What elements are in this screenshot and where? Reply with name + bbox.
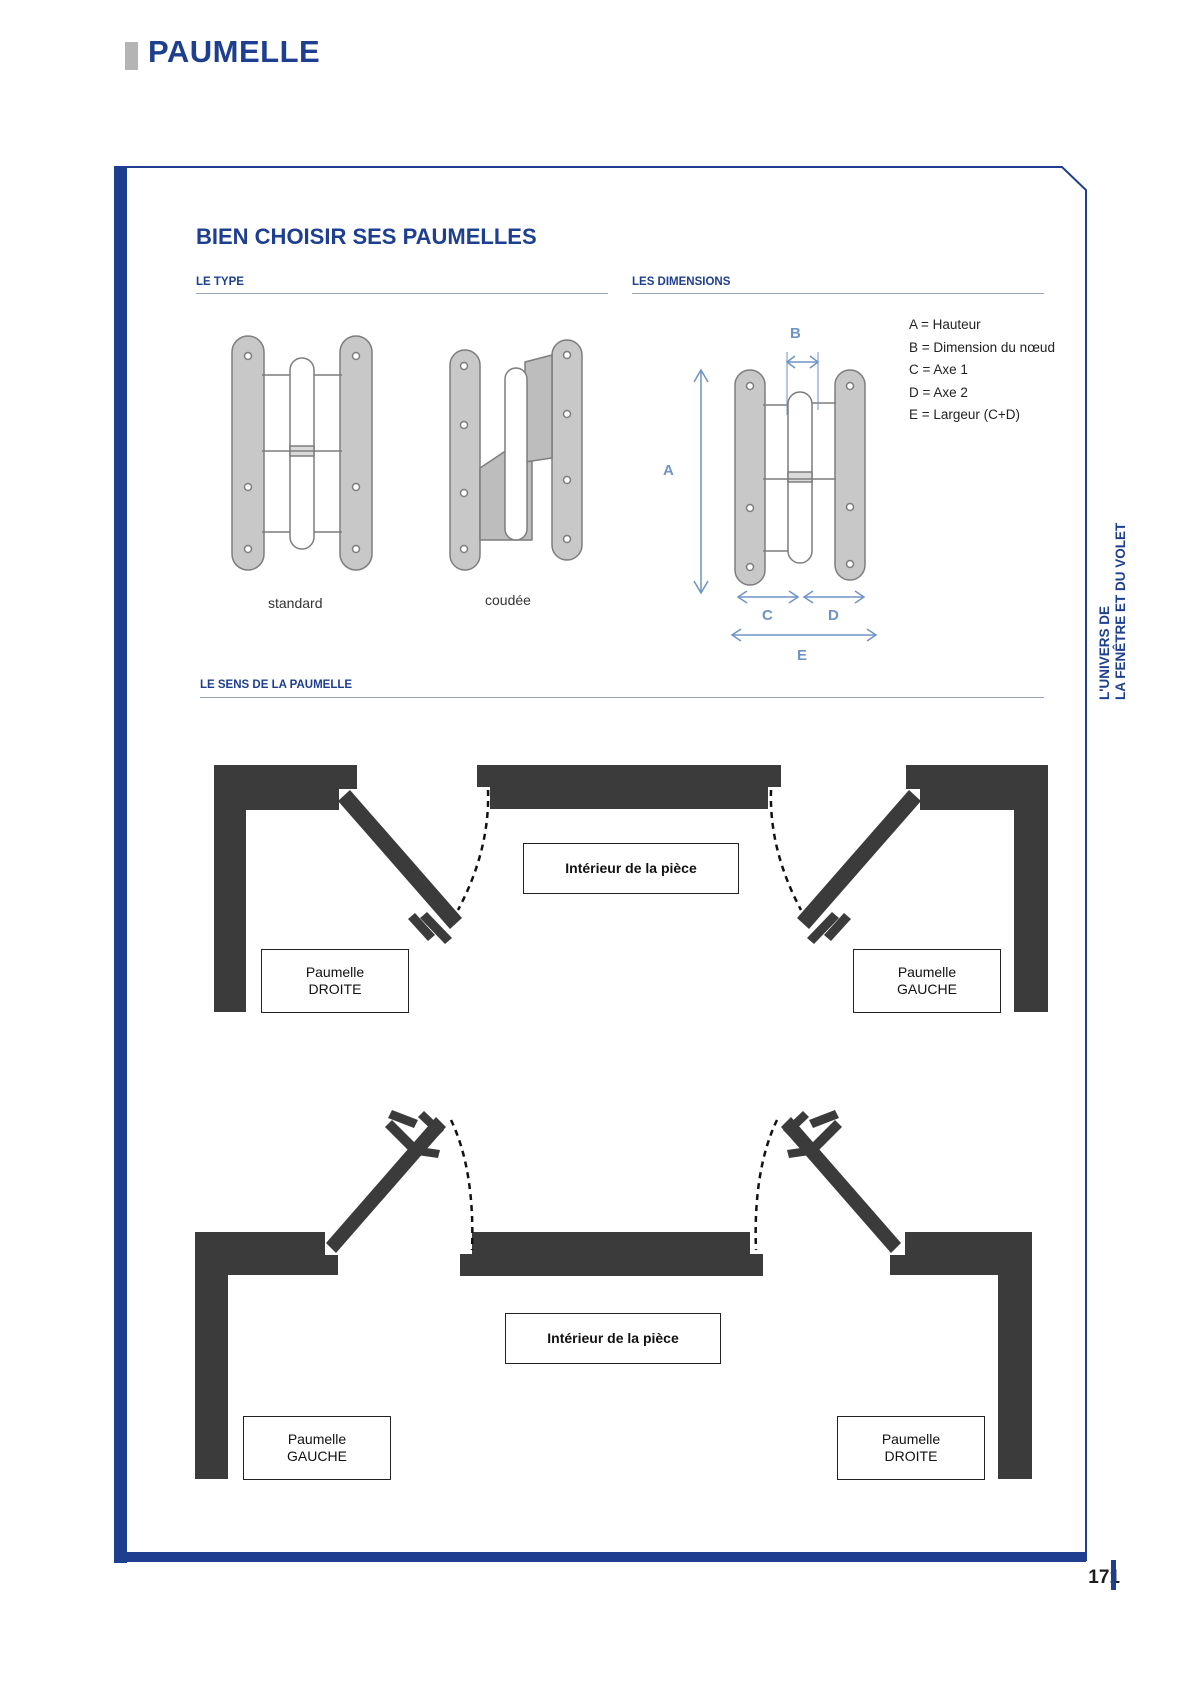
legend-line: D = Axe 2: [909, 384, 968, 400]
dimensions-heading-rule: [632, 293, 1044, 294]
legend-line: A = Hauteur: [909, 317, 981, 332]
top-right-hinge-line1: Paumelle: [897, 964, 957, 980]
type-heading: LE TYPE: [196, 276, 244, 288]
page-number-bar: [1111, 1560, 1116, 1590]
bottom-left-hinge-label: Paumelle GAUCHE: [243, 1416, 391, 1480]
bottom-right-hinge-label: Paumelle DROITE: [837, 1416, 985, 1480]
sens-heading: LE SENS DE LA PAUMELLE: [200, 679, 353, 691]
top-interior-label: Intérieur de la pièce: [523, 843, 739, 894]
top-left-hinge-label: Paumelle DROITE: [261, 949, 409, 1013]
page-title: PAUMELLE: [148, 34, 321, 69]
title-accent-bar: [125, 42, 138, 70]
bottom-right-hinge-line1: Paumelle: [881, 1431, 941, 1447]
frame-bottom-bar: [114, 1552, 1086, 1562]
dimension-letter-e: E: [797, 647, 808, 664]
standard-caption: standard: [268, 595, 323, 611]
top-left-hinge-line1: Paumelle: [305, 964, 365, 980]
top-interior-text: Intérieur de la pièce: [565, 860, 697, 876]
bottom-left-hinge-line2: GAUCHE: [287, 1448, 347, 1464]
dimensions-heading: LES DIMENSIONS: [632, 276, 731, 288]
section-title: BIEN CHOISIR SES PAUMELLES: [196, 224, 537, 249]
top-right-hinge-line2: GAUCHE: [897, 981, 957, 997]
legend-line: E = Largeur (C+D): [909, 407, 1021, 422]
dimension-letter-c: C: [762, 607, 773, 624]
coudee-hinge-illustration: [449, 339, 583, 571]
type-heading-rule: [196, 293, 608, 294]
dimension-arrows: [693, 352, 878, 642]
top-left-hinge-line2: DROITE: [308, 981, 362, 997]
dimension-letter-d: D: [828, 607, 839, 624]
dimension-letter-b: B: [790, 325, 801, 342]
bottom-interior-label: Intérieur de la pièce: [505, 1313, 721, 1364]
legend-line: B = Dimension du nœud: [909, 339, 1055, 355]
frame-left-bar: [114, 166, 127, 1563]
top-right-hinge-label: Paumelle GAUCHE: [853, 949, 1001, 1013]
legend-line: C = Axe 1: [909, 362, 968, 377]
bottom-interior-text: Intérieur de la pièce: [547, 1330, 679, 1346]
bottom-door-diagram: [195, 1110, 1032, 1479]
top-door-diagram: [214, 765, 1048, 1012]
dimension-letter-a: A: [663, 462, 674, 479]
standard-hinge-illustration: [231, 335, 373, 571]
dimension-legend: A = Hauteur B = Dimension du nœud C = Ax…: [909, 314, 1055, 427]
dimension-hinge-illustration: [734, 369, 866, 586]
sens-heading-rule: [200, 697, 1044, 698]
bottom-right-hinge-line2: DROITE: [884, 1448, 938, 1464]
bottom-left-hinge-line1: Paumelle: [287, 1431, 347, 1447]
coudee-caption: coudée: [485, 592, 531, 608]
